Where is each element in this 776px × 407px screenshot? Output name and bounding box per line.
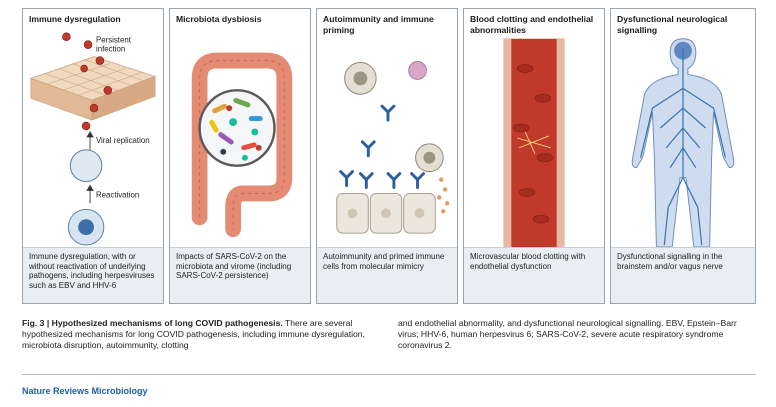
figure-label: Fig. 3 | Hypothesized mechanisms of long…: [22, 318, 283, 328]
figure-caption-left: Fig. 3 | Hypothesized mechanisms of long…: [22, 318, 380, 351]
panel-caption: Autoimmunity and primed immune cells fro…: [317, 247, 457, 303]
microbiota-illustration: [172, 9, 308, 247]
figure-text-left: There are several hypothesized mechanism…: [22, 318, 365, 350]
autoimmunity-illustration: [319, 9, 455, 247]
figure-caption-right: and endothelial abnormality, and dysfunc…: [398, 318, 737, 350]
panel-neurological-signalling: Dysfunctional neurological signalling Dy…: [610, 8, 756, 304]
nervous-system-illustration: [613, 9, 753, 247]
panel-title: Autoimmunity and immune priming: [323, 14, 434, 35]
blood-vessel-illustration: [466, 9, 602, 247]
panel-microbiota-dysbiosis: Microbiota dysbiosis Impacts of SARS-CoV…: [169, 8, 311, 304]
panel-title: Blood clotting and endothelial abnormali…: [470, 14, 594, 35]
panel-title: Dysfunctional neurological signalling: [617, 14, 728, 35]
reactivation-label: Reactivation: [96, 190, 139, 199]
panel-title: Immune dysregulation: [29, 14, 121, 24]
panel-caption: Immune dysregulation, with or without re…: [23, 247, 163, 303]
panel-caption: Impacts of SARS-CoV-2 on the microbiota …: [170, 247, 310, 303]
journal-name: Nature Reviews Microbiology: [22, 386, 148, 396]
panel-caption: Microvascular blood clotting with endoth…: [464, 247, 604, 303]
panel-title: Microbiota dysbiosis: [176, 14, 262, 24]
panel-caption: Dysfunctional signalling in the brainste…: [611, 247, 755, 303]
footer-divider: [22, 374, 756, 375]
panel-autoimmunity: Autoimmunity and immune priming Autoimmu…: [316, 8, 458, 304]
viral-replication-label: Viral replication: [96, 136, 150, 145]
panel-blood-clotting: Blood clotting and endothelial abnormali…: [463, 8, 605, 304]
